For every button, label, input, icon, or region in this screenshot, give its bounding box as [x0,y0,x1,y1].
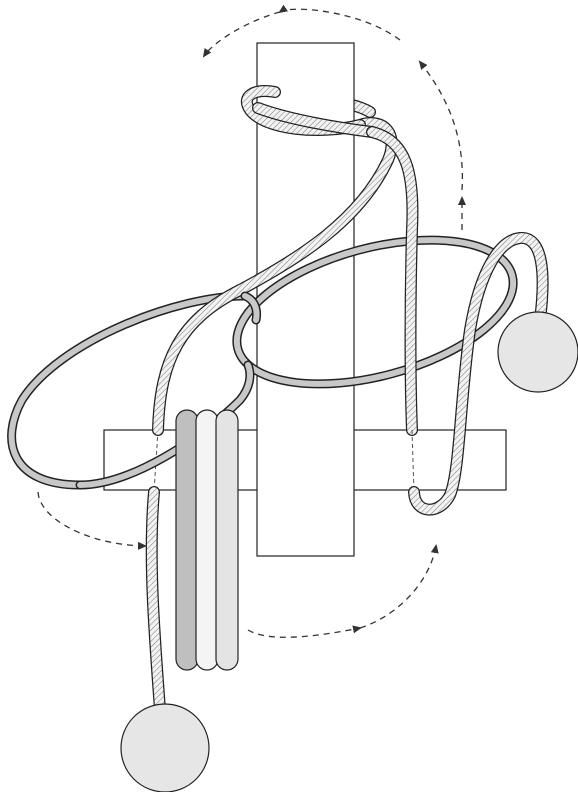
arrow-bottom-right-2 [359,544,439,629]
bottom-ball [120,703,210,792]
arrow-top-far-left [202,11,281,58]
motion-arrows [37,4,466,638]
three-beads [175,409,239,671]
bead-3 [215,409,239,671]
rope [145,85,549,716]
left-ring-back [7,291,250,490]
arrow-top-left [278,4,401,41]
bead-1 [175,409,199,671]
bead-2 [195,409,219,671]
arrow-right-up [418,60,464,191]
right-ring [232,235,518,389]
right-ball [497,311,578,393]
arrow-lower-left [37,491,147,550]
arrow-bottom-right-1 [247,625,362,638]
